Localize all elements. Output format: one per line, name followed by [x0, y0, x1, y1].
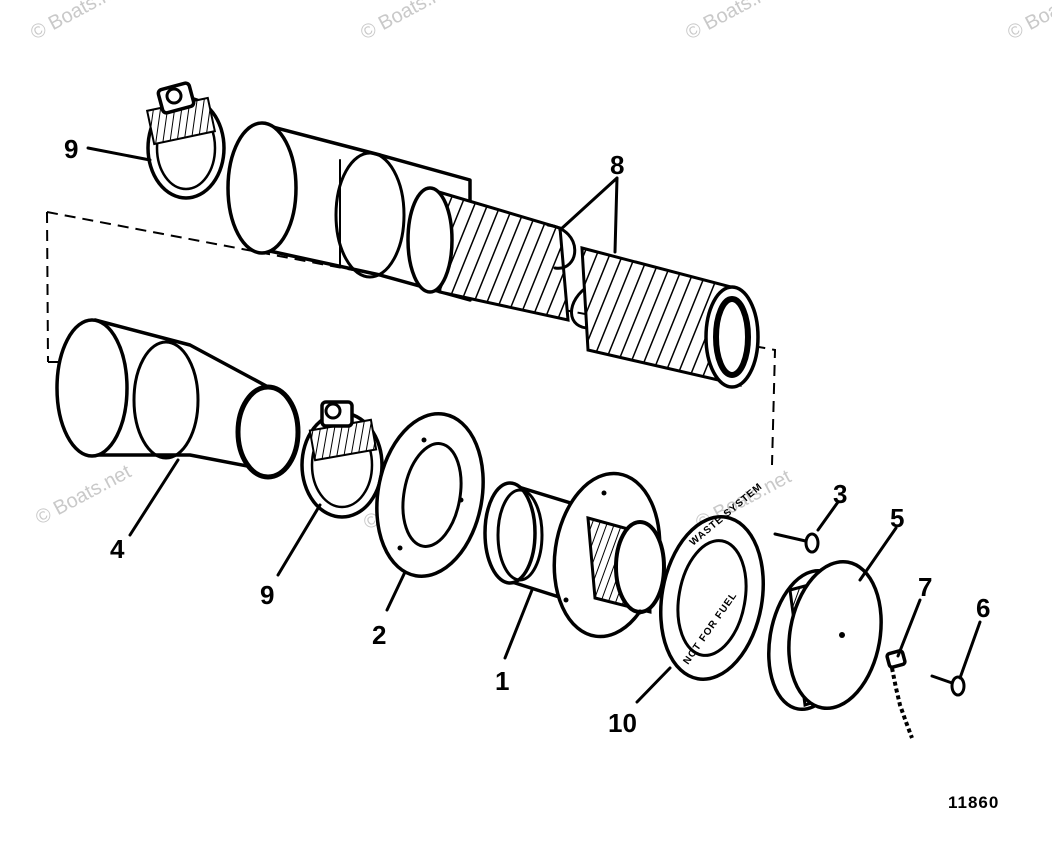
corrugated-hose-lower — [570, 246, 760, 389]
callout-4: 4 — [110, 534, 125, 564]
waste-system-plate: WASTE SYSTEM NOT FOR FUEL — [658, 481, 766, 681]
watermark: © Boats.net — [27, 0, 130, 44]
deck-fitting — [483, 471, 666, 639]
callout-6: 6 — [976, 593, 990, 623]
callout-10: 10 — [608, 708, 637, 738]
hose-clamp-top — [145, 81, 226, 200]
watermark: © Boats.net — [32, 461, 135, 530]
callout-labels: 9 8 4 9 2 1 10 3 5 7 6 — [64, 134, 990, 738]
figure-number: 11860 — [948, 793, 999, 812]
leader-lines — [86, 146, 982, 704]
callout-7: 7 — [918, 572, 932, 602]
gasket — [375, 411, 485, 579]
hose-clamp-middle — [300, 400, 384, 519]
callout-8: 8 — [610, 150, 624, 180]
watermark: © Boats.net — [682, 0, 785, 44]
callout-1: 1 — [495, 666, 509, 696]
watermark: © Boats.net — [357, 0, 460, 44]
callout-5: 5 — [890, 503, 904, 533]
callout-9-top: 9 — [64, 134, 78, 164]
retaining-chain — [885, 649, 914, 739]
callout-2: 2 — [372, 620, 386, 650]
screw — [773, 532, 820, 554]
corrugated-hose-upper — [406, 186, 577, 322]
callout-3: 3 — [833, 479, 847, 509]
watermark: © Boats.net — [1004, 0, 1052, 44]
deck-cap — [767, 559, 883, 712]
cap-screw — [930, 674, 966, 697]
hose-adapter-lower — [55, 318, 301, 480]
callout-9-middle: 9 — [260, 580, 274, 610]
